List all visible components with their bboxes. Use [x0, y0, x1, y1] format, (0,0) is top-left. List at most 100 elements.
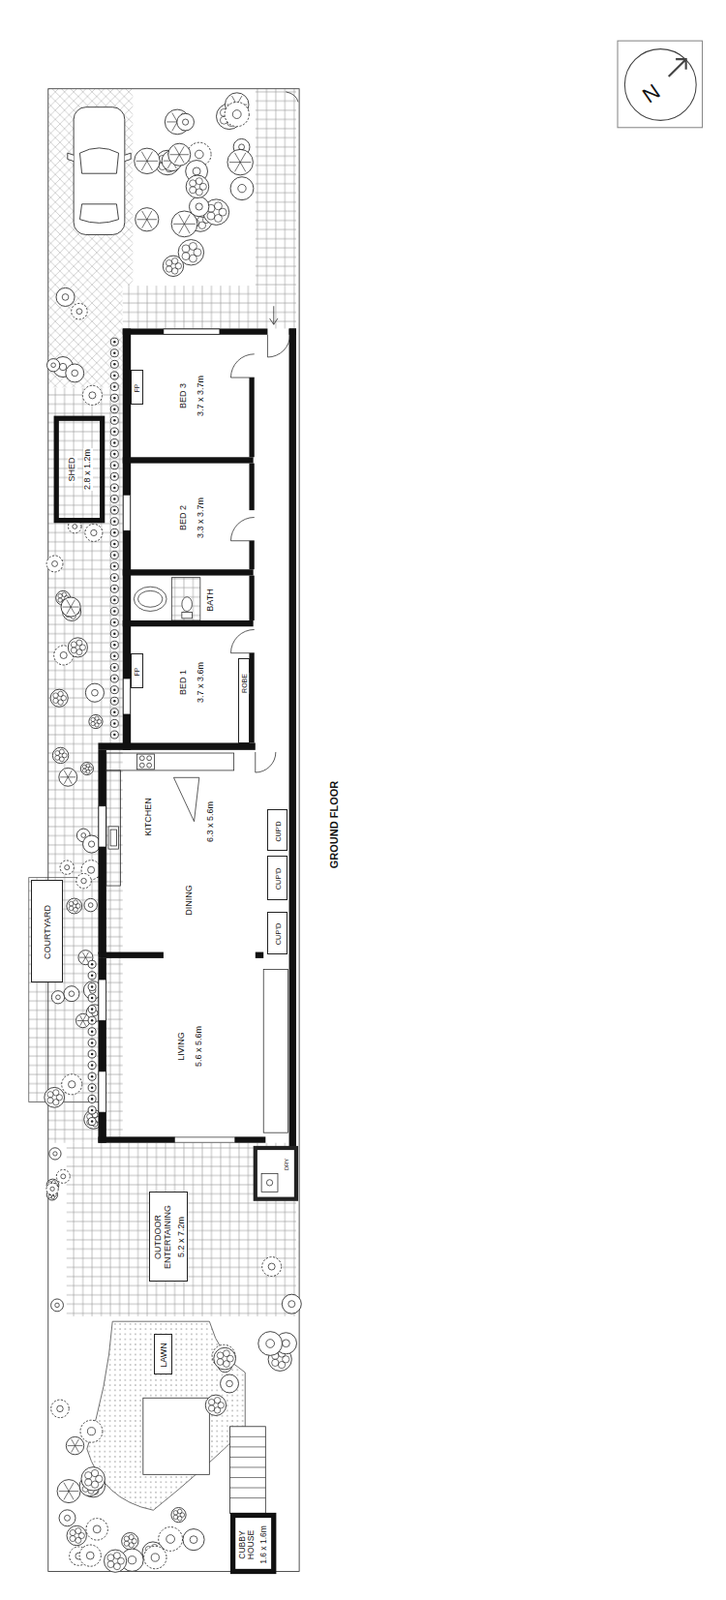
hedge: [110, 495, 119, 504]
room: KITCHEN6.3 x 5.6mDININGCUP'DCUP'DCUP'D: [106, 753, 291, 953]
hedge: [110, 686, 119, 695]
ground-surface: [143, 1397, 211, 1475]
wall: [97, 742, 255, 750]
plant: [230, 177, 254, 201]
plant: [258, 1331, 283, 1357]
plant: [67, 637, 88, 658]
plant: [123, 1536, 129, 1542]
wall: [97, 750, 106, 955]
hedge: [113, 351, 117, 355]
hedge: [90, 1109, 94, 1113]
wall: [289, 328, 297, 1149]
plant: [80, 1015, 84, 1021]
hedge: [110, 719, 119, 727]
hedge: [110, 506, 119, 515]
plant: [90, 529, 97, 536]
plant: [213, 213, 222, 222]
plant: [94, 716, 99, 721]
hedge: [113, 430, 117, 434]
plant: [195, 188, 203, 196]
plant: [113, 1552, 121, 1560]
plant: [53, 1089, 60, 1096]
plant: [82, 764, 87, 769]
plant: [44, 92, 302, 1573]
plant: [91, 689, 99, 696]
dimension-text: 2.8 x 1.2m: [83, 448, 93, 491]
hedge: [113, 699, 117, 703]
plant: [107, 1554, 115, 1562]
hedge: [88, 1005, 96, 1014]
plant: [51, 991, 64, 1004]
hedge: [110, 550, 119, 559]
wardrobe: ROBE: [238, 658, 251, 744]
ground-surface: [122, 285, 297, 329]
hedge: [110, 719, 119, 727]
ground-surface: [29, 877, 103, 1103]
plant: [85, 683, 104, 702]
plant: [230, 177, 254, 201]
hedge: [90, 1019, 94, 1023]
plant: [174, 154, 180, 163]
hedge: [113, 407, 117, 411]
plant: [58, 691, 63, 696]
hedge: [88, 982, 96, 991]
door-swing: [230, 516, 254, 541]
hedge: [110, 337, 119, 346]
room-label: CUP'D: [274, 922, 283, 947]
plant: [195, 150, 205, 159]
plant: [213, 1396, 220, 1403]
room: BATH: [130, 577, 249, 621]
plant: [147, 219, 152, 229]
plant: [208, 1405, 214, 1412]
hedge: [90, 1053, 94, 1057]
plant: [185, 175, 210, 199]
plant: [183, 223, 195, 225]
hedge: [110, 517, 119, 526]
plant: [61, 1074, 83, 1095]
hedge: [110, 652, 119, 661]
plant: [127, 1556, 136, 1565]
plant: [195, 203, 203, 211]
fixture: [110, 829, 117, 847]
window: [122, 494, 130, 531]
hedge: [110, 439, 119, 448]
hedge: [110, 416, 119, 424]
plant: [198, 221, 206, 229]
plant: [46, 1182, 59, 1195]
fixture: [139, 756, 145, 761]
plant: [136, 160, 148, 162]
plant: [107, 1561, 115, 1569]
plant: [92, 1525, 101, 1534]
north-letter: N: [638, 80, 666, 109]
wall: [122, 569, 254, 575]
hedge: [110, 574, 119, 582]
fixture: [255, 1148, 297, 1200]
plant: [59, 1510, 76, 1527]
plant: [53, 693, 59, 698]
plant: [58, 598, 62, 603]
plant: [103, 1549, 126, 1573]
plant: [58, 699, 63, 705]
plant: [64, 1514, 71, 1521]
plant: [53, 1151, 58, 1156]
plant: [151, 1553, 159, 1562]
plant: [51, 1299, 64, 1312]
plant: [262, 1257, 282, 1277]
hedge: [113, 374, 117, 378]
room-label: ROBE: [241, 672, 249, 695]
plan-title: GROUND FLOOR: [328, 781, 340, 869]
window: [98, 979, 106, 1021]
dimension-text: DINING: [184, 884, 195, 918]
plant: [50, 689, 68, 707]
plant: [60, 860, 74, 875]
cabinet: [106, 770, 121, 886]
outbuilding-wall: [56, 418, 274, 1572]
plant: [44, 1087, 65, 1108]
hedge: [110, 674, 119, 683]
plant: [82, 952, 86, 959]
plant: [86, 763, 91, 768]
plant: [185, 175, 210, 199]
ground-surface: [285, 91, 299, 103]
plant: [67, 637, 88, 658]
room: LIVING5.6 x 5.6m: [106, 961, 260, 1137]
